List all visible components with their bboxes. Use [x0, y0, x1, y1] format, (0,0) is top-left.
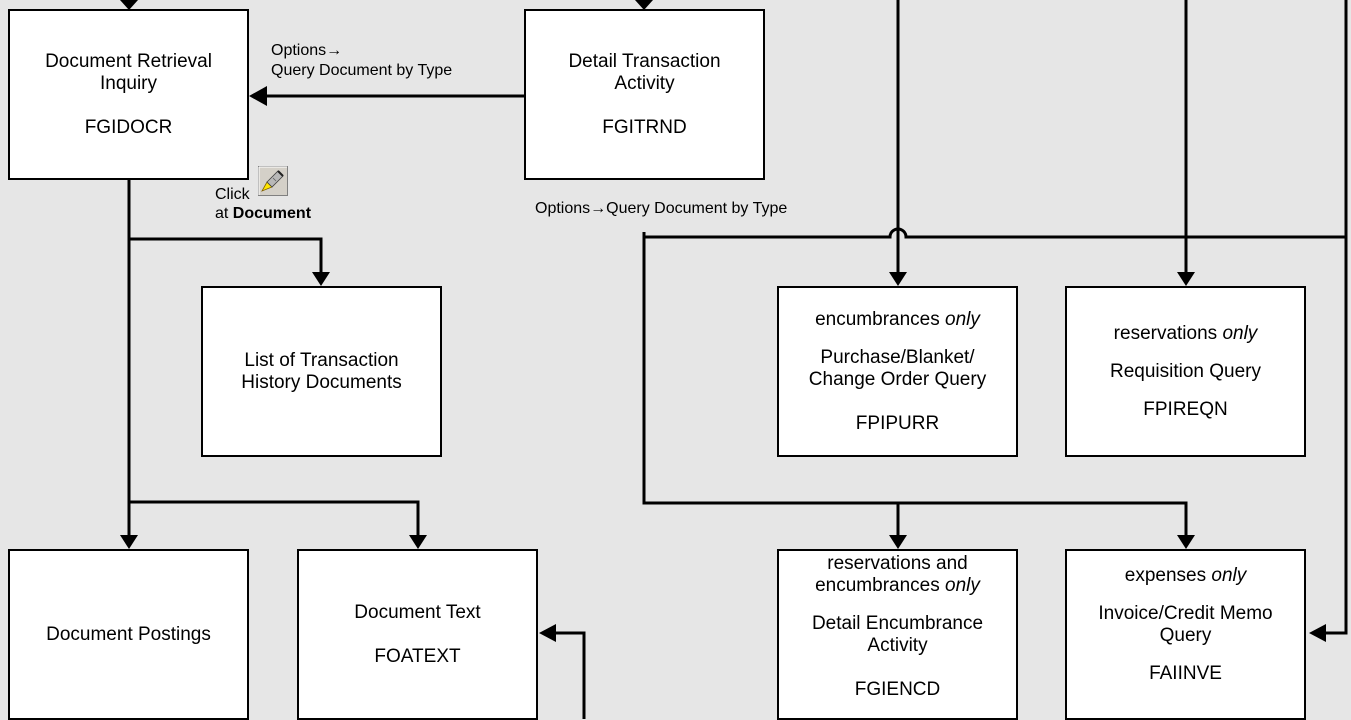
history-box[interactable]: List of Transaction History Documents [201, 286, 442, 457]
options-label-top-1: Options→ [271, 42, 343, 59]
fgitrnd-code: FGITRND [602, 116, 687, 138]
fpipurr-title-1: Purchase/Blanket/ [820, 346, 975, 368]
text-code: FOATEXT [374, 645, 461, 667]
fgiencd-qualifier-1: reservations and [827, 553, 968, 574]
text-box[interactable]: Document Text FOATEXT [297, 549, 538, 720]
fgiencd-title-1: Detail Encumbrance [811, 613, 984, 634]
fgidocr-code: FGIDOCR [84, 116, 173, 138]
fgiencd-title-2: Activity [867, 635, 928, 656]
fgidocr-title-2: Inquiry [99, 72, 158, 94]
faiinve-title-1: Invoice/Credit Memo [1098, 603, 1273, 624]
fgitrnd-title-1: Detail Transaction [568, 50, 721, 72]
faiinve-code: FAIINVE [1149, 663, 1222, 684]
postings-title: Document Postings [46, 623, 211, 645]
history-title-2: History Documents [241, 371, 402, 393]
line-into-faiinve [1325, 0, 1348, 635]
fpipurr-box[interactable]: encumbrances only Purchase/Blanket/ Chan… [777, 286, 1018, 457]
branch-line-top [644, 227, 1346, 239]
postings-box[interactable]: Document Postings [8, 549, 249, 720]
options-label-mid: Options→Query Document by Type [535, 200, 788, 217]
fpipurr-qualifier: encumbrances only [815, 308, 980, 330]
fgidocr-box[interactable]: Document Retrieval Inquiry FGIDOCR [8, 9, 249, 180]
fgiencd-code: FGIENCD [854, 679, 941, 700]
faiinve-qualifier: expenses only [1124, 565, 1247, 586]
text-title: Document Text [354, 601, 481, 623]
branch-to-text [129, 500, 420, 535]
fgiencd-box[interactable]: reservations and encumbrances only Detai… [777, 549, 1018, 720]
flashlight-query-icon[interactable] [258, 166, 288, 196]
fpipurr-title-2: Change Order Query [808, 368, 987, 390]
at-document-label: at Document [215, 205, 312, 222]
branch-to-history [129, 237, 323, 272]
arrow-into-text [555, 631, 586, 719]
fgitrnd-box[interactable]: Detail Transaction Activity FGITRND [524, 9, 765, 180]
fgitrnd-title-2: Activity [614, 72, 675, 94]
fpireqn-code: FPIREQN [1143, 398, 1228, 420]
fpireqn-qualifier: reservations only [1113, 322, 1258, 344]
history-title-1: List of Transaction [244, 349, 399, 371]
fgiencd-qualifier-2: encumbrances only [815, 575, 980, 596]
fpireqn-box[interactable]: reservations only Requisition Query FPIR… [1065, 286, 1306, 457]
click-label: Click [215, 186, 250, 203]
faiinve-box[interactable]: expenses only Invoice/Credit Memo Query … [1065, 549, 1306, 720]
options-label-top-2: Query Document by Type [271, 62, 453, 79]
fgidocr-title-1: Document Retrieval [45, 50, 212, 72]
fpipurr-code: FPIPURR [855, 412, 940, 434]
fpireqn-title: Requisition Query [1109, 360, 1262, 382]
fgitrnd-trunk [642, 232, 1188, 535]
faiinve-title-2: Query [1159, 625, 1212, 646]
